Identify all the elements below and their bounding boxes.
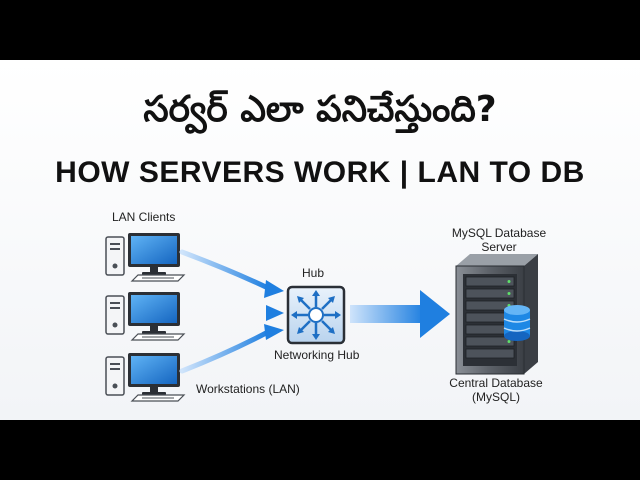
label-lan-clients: LAN Clients (112, 210, 176, 224)
title-telugu: సర్వర్ ఎలా పనిచేస్తుంది? (143, 89, 497, 130)
label-networking-hub: Networking Hub (274, 348, 360, 362)
label-central-db: Central Database (MySQL) (436, 376, 556, 404)
workstation-computer-1 (105, 232, 185, 282)
arrowhead-1 (264, 280, 284, 298)
arrowhead-3 (264, 324, 284, 340)
label-workstations: Workstations (LAN) (196, 382, 300, 396)
workstation-computer-3 (105, 352, 185, 402)
label-db-server-line1: MySQL Database (451, 226, 547, 240)
label-db-server-line2: Server (481, 240, 517, 254)
label-db-server: MySQL Database Server (444, 226, 554, 254)
label-hub: Hub (302, 266, 325, 280)
database-cylinder-icon (503, 305, 531, 341)
arrow-client-1 (179, 249, 271, 291)
client-arrows (179, 249, 271, 374)
label-central-db-line2: (MySQL) (472, 390, 520, 404)
database-server-icon (455, 254, 538, 375)
network-diagram-svg (105, 232, 538, 402)
hub-icon (286, 285, 346, 345)
hub-to-server-arrow (350, 290, 450, 338)
title-english: HOW SERVERS WORK | LAN TO DB (55, 156, 585, 189)
workstation-computer-2 (105, 291, 185, 341)
arrow-client-3 (179, 329, 271, 374)
diagram-frame: సర్వర్ ఎలా పనిచేస్తుంది? HOW SERVERS WOR… (0, 60, 640, 420)
arrowhead-2 (266, 305, 284, 321)
label-central-db-line1: Central Database (449, 376, 543, 390)
